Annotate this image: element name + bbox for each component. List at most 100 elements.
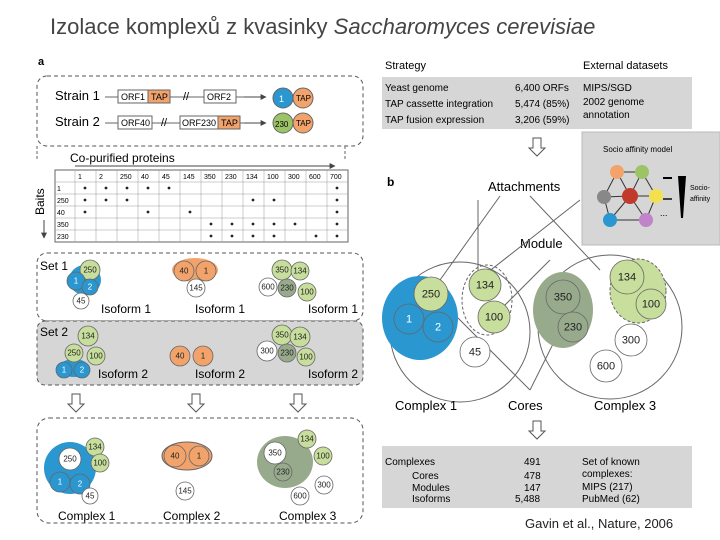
module-left [461,264,513,336]
protein-node-label: 300 [622,335,640,347]
protein-node-label: 100 [89,352,103,361]
protein-node [64,343,84,363]
known-title-a: Set of known [582,457,640,468]
matrix-row-header: 40 [57,210,65,217]
protein-node [413,276,449,312]
protein-node-label: 100 [299,353,313,362]
matrix-col-header: 134 [246,174,258,181]
protein-node [169,345,191,367]
summary-col1: Complexes [385,457,435,468]
protein-node-label: 350 [275,331,289,340]
strategy-row-value: 3,206 (59%) [515,115,569,126]
protein-node-label: 145 [178,487,192,496]
strain2-gap: // [161,117,168,129]
matrix-dot [83,198,87,202]
strain1-node-tap-label: TAP [296,94,311,103]
matrix-dot [83,186,87,190]
matrix-dot [104,198,108,202]
external-dataset: annotation [583,110,630,121]
protein-node-label: 45 [469,347,481,359]
protein-node-label: 250 [83,266,97,275]
down-arrow-icon [288,393,308,413]
down-arrow-icon [66,393,86,413]
protein-node-label: 134 [476,280,494,292]
complex2-label: Complex 2 [163,509,221,523]
panel-a-label: a [38,56,45,68]
protein-node-label: 600 [293,492,307,501]
protein-node-label: 2 [88,283,93,292]
matrix-dot [335,210,339,214]
external-dataset: MIPS/SGD [583,83,632,94]
summary-panel [382,446,692,508]
socio-legend [663,176,686,218]
protein-node [173,260,195,282]
protein-node [468,268,502,302]
protein-node [477,300,511,334]
protein-node [72,292,90,310]
matrix-dot [230,222,234,226]
down-arrow-icon [527,137,547,157]
protein-node-label: 134 [88,443,102,452]
summary-row-value: 478 [524,471,541,482]
strain2-node-tap-label: TAP [296,119,311,128]
matrix-col-header: 700 [330,174,342,181]
strain1-gap: // [183,91,190,103]
strain2-label: Strain 2 [55,114,100,129]
protein-node-label: 350 [268,449,282,458]
protein-node [459,336,491,368]
strain2-orf-b-label: ORF230 [182,118,216,128]
matrix-dot [293,222,297,226]
strategy-row-value: 6,400 ORFs [515,83,569,94]
protein-node [277,343,297,363]
protein-node-label: 350 [554,292,572,304]
matrix-dot [314,234,318,238]
protein-node-label: 600 [261,283,275,292]
down-arrow-icon [186,393,206,413]
protein-node [195,260,217,282]
matrix-dot [272,222,276,226]
strain2-node-label: 230 [275,120,289,129]
known-title-b: complexes: [582,469,633,480]
protein-node [58,447,82,471]
matrix-col-header: 230 [225,174,237,181]
matrix-col-header: 2 [99,174,103,181]
matrix-col-header: 1 [78,174,82,181]
strain1-tap-label: TAP [151,92,168,102]
protein-node-label: 2 [80,366,85,375]
strategy-row-label: TAP cassette integration [385,99,493,110]
protein-node [297,282,317,302]
protein-node-label: 2 [435,322,441,334]
protein-node-label: 250 [67,349,81,358]
protein-node-label: 134 [293,333,307,342]
strain2-node-tap [292,112,314,134]
set2-label: Set 2 [40,325,68,339]
protein-node-label: 100 [485,312,503,324]
protein-node [609,259,645,295]
strain1-node-label: 1 [279,94,284,104]
set2-iso-c: Isoform 2 [308,367,358,381]
matrix-dot [335,234,339,238]
summary-row-value: 147 [524,483,541,494]
strain1-tap [147,89,171,104]
strain2-tap-label: TAP [221,118,238,128]
protein-node [188,445,210,467]
citation: Gavin et al., Nature, 2006 [525,516,674,531]
protein-node [290,261,310,281]
protein-node-label: 1 [406,314,412,326]
protein-node-label: 250 [422,289,440,301]
socio-network [597,165,663,227]
matrix-dot [146,186,150,190]
matrix-row-header: 350 [57,222,69,229]
summary-row-label: Modules [412,483,450,494]
known-a: MIPS (217) [582,482,633,493]
protein-node [81,278,99,296]
matrix-col-header: 100 [267,174,279,181]
protein-node [557,311,589,343]
protein-node [86,346,106,366]
socio-inset [581,131,720,246]
matrix-col-header: 45 [162,174,170,181]
protein-node-label: 1 [197,452,202,461]
summary-row-label: Cores [412,471,439,482]
